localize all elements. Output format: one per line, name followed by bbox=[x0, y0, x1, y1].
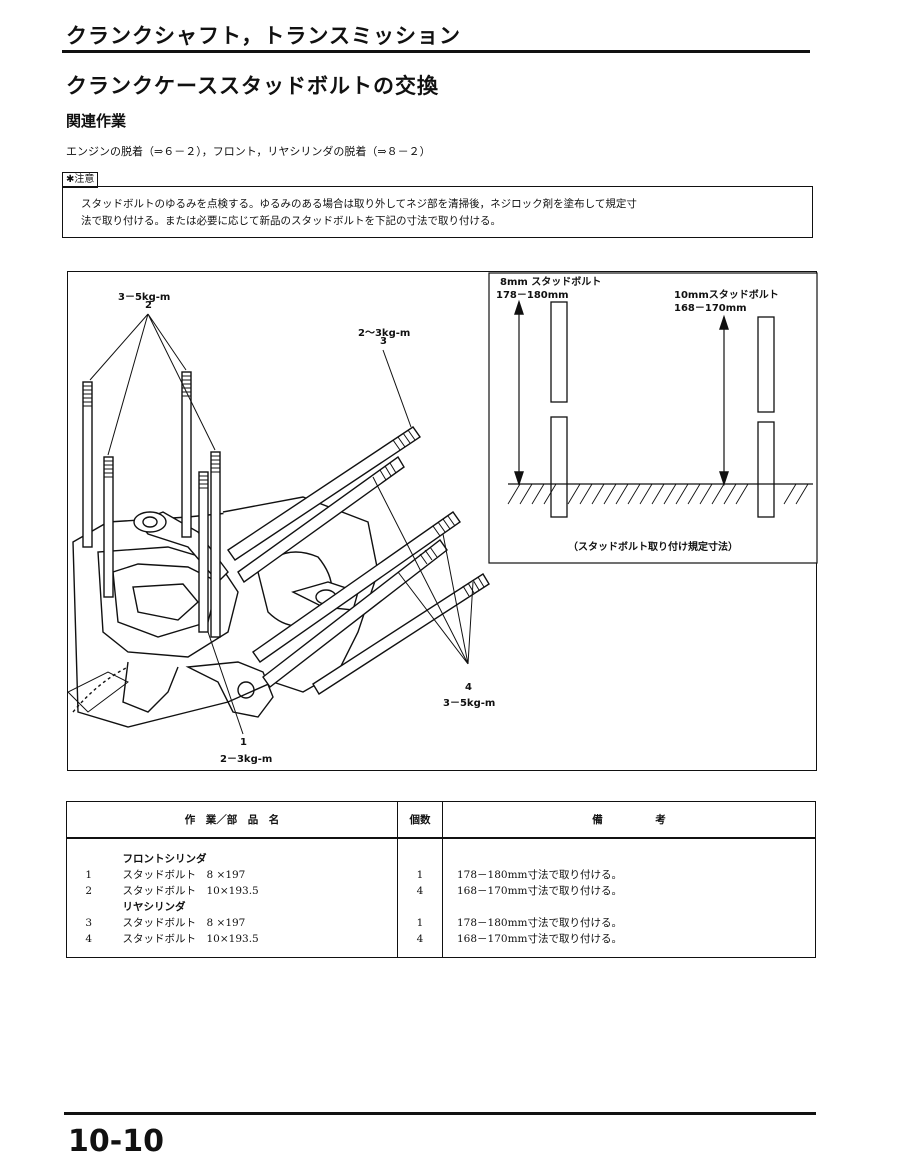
callout-1-torque: 2－3kg-m bbox=[220, 754, 273, 765]
page-title: クランクケーススタッドボルトの交換 bbox=[66, 74, 439, 98]
caution-box: スタッドボルトのゆるみを点検する。ゆるみのある場合は取り外してネジ部を清掃後，ネ… bbox=[62, 186, 813, 238]
header-rule bbox=[62, 50, 810, 53]
part-remark: 178－180mm寸法で取り付ける。 bbox=[457, 916, 622, 929]
part-remark: 168－170mm寸法で取り付ける。 bbox=[457, 932, 622, 945]
row-number: 4 bbox=[85, 932, 93, 945]
figure-frame: 3－5kg-m 2 2～3kg-m 3 4 3－5kg-m 1 2－3kg-m … bbox=[67, 271, 818, 771]
parts-table: 作 業／部 品 名 個数 備 考 1 2 3 4 フロントシリンダ スタッドボル… bbox=[66, 801, 816, 958]
stud-8mm-title: 8mm スタッドボルト bbox=[500, 277, 602, 288]
row-number: 2 bbox=[85, 884, 93, 897]
header-quantity: 個数 bbox=[397, 801, 443, 839]
footer-rule bbox=[64, 1112, 816, 1115]
stud-10mm-dimension: 168－170mm bbox=[674, 303, 747, 314]
caution-line-1: スタッドボルトのゆるみを点検する。ゆるみのある場合は取り外してネジ部を清掃後，ネ… bbox=[81, 198, 637, 210]
part-remark: 178－180mm寸法で取り付ける。 bbox=[457, 868, 622, 881]
caution-label: ✱注意 bbox=[62, 172, 99, 188]
part-quantity: 4 bbox=[416, 884, 424, 897]
row-number: 1 bbox=[85, 868, 93, 881]
caution-label-text: 注意 bbox=[74, 174, 95, 185]
part-quantity: 4 bbox=[416, 932, 424, 945]
group-rear-cylinder: リヤシリンダ bbox=[122, 900, 186, 913]
part-quantity: 1 bbox=[416, 916, 424, 929]
page-number: 10-10 bbox=[68, 1124, 164, 1159]
caution-icon: ✱ bbox=[66, 174, 75, 185]
row-number: 3 bbox=[85, 916, 93, 929]
callout-1-number: 1 bbox=[240, 737, 247, 748]
part-name: スタッドボルト 8 ×197 bbox=[122, 868, 246, 881]
part-remark: 168－170mm寸法で取り付ける。 bbox=[457, 884, 622, 897]
related-work-heading: 関連作業 bbox=[66, 112, 127, 130]
inset-caption: （スタッドボルト取り付け規定寸法） bbox=[568, 542, 738, 553]
part-quantity: 1 bbox=[416, 868, 424, 881]
callout-3-number: 3 bbox=[380, 336, 387, 347]
section-header: クランクシャフト，トランスミッション bbox=[66, 24, 461, 48]
stud-10mm-title: 10mmスタッドボルト bbox=[674, 290, 779, 301]
engine-illustration bbox=[68, 272, 818, 735]
part-name: スタッドボルト 10×193.5 bbox=[122, 884, 259, 897]
group-front-cylinder: フロントシリンダ bbox=[122, 852, 207, 865]
caution-line-2: 法で取り付ける。または必要に応じて新品のスタッドボルトを下記の寸法で取り付ける。 bbox=[81, 215, 501, 227]
part-name: スタッドボルト 8 ×197 bbox=[122, 916, 246, 929]
table-header-row: 作 業／部 品 名 個数 備 考 bbox=[66, 801, 816, 839]
table-row: 1 2 3 4 フロントシリンダ スタッドボルト 8 ×197 スタッドボルト … bbox=[66, 837, 816, 958]
header-part-name: 作 業／部 品 名 bbox=[66, 801, 398, 839]
callout-2-torque: 3－5kg-m bbox=[118, 292, 171, 303]
header-remarks: 備 考 bbox=[442, 801, 816, 839]
related-work-text: エンジンの脱着（⇒６－２），フロント，リヤシリンダの脱着（⇒８－２） bbox=[66, 145, 431, 158]
callout-3-torque: 2～3kg-m bbox=[358, 328, 411, 339]
callout-4-torque: 3－5kg-m bbox=[443, 698, 496, 709]
stud-8mm-dimension: 178－180mm bbox=[496, 290, 569, 301]
callout-4-number: 4 bbox=[465, 682, 472, 693]
callout-2-number: 2 bbox=[145, 300, 152, 311]
part-name: スタッドボルト 10×193.5 bbox=[122, 932, 259, 945]
